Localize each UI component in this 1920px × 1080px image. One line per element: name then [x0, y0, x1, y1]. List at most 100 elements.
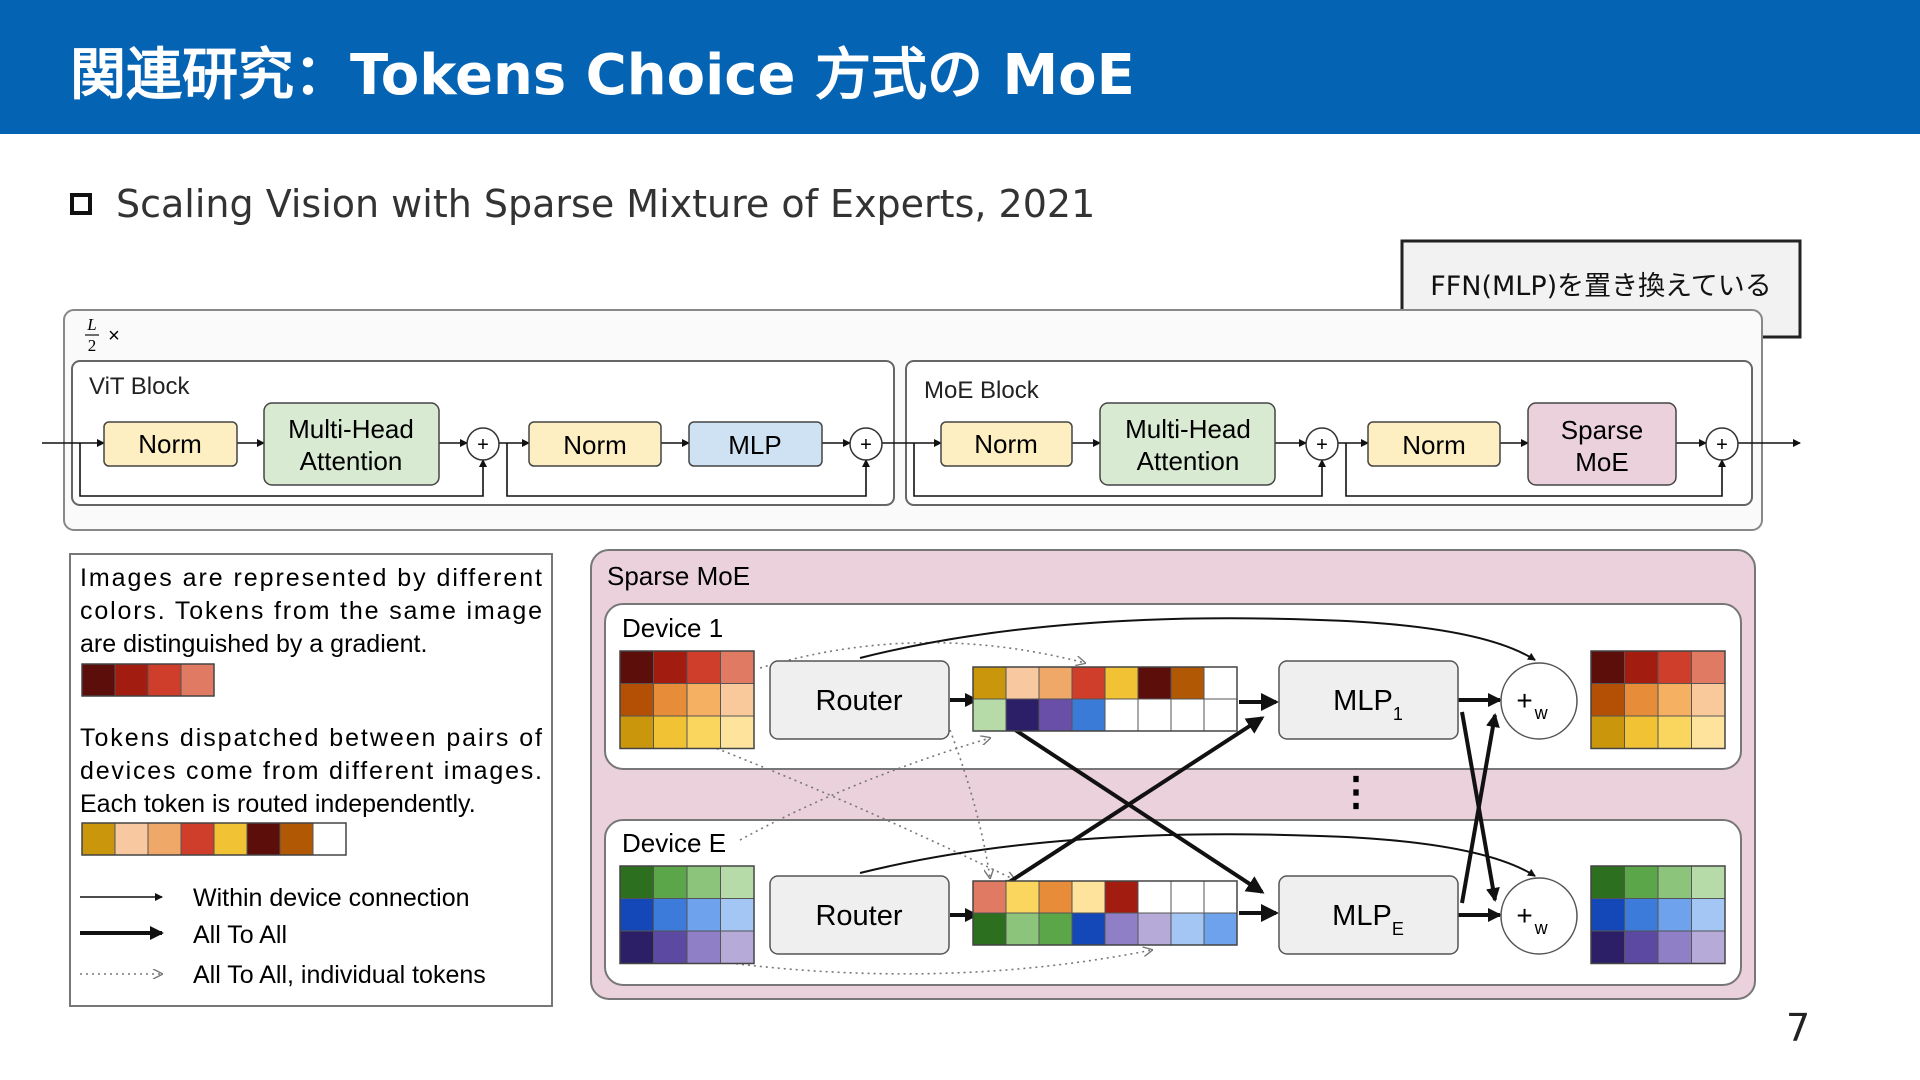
token-cell — [1170, 880, 1205, 914]
token-cell — [1005, 666, 1040, 700]
token-cell — [1624, 715, 1659, 749]
token-cell — [619, 650, 654, 684]
square-bullet-icon — [70, 193, 92, 215]
device-1-output-tokens — [1590, 650, 1726, 750]
token-grid-border — [972, 880, 1238, 946]
token-cell — [1691, 865, 1726, 899]
token-cell — [619, 930, 654, 964]
paper-reference: Scaling Vision with Sparse Mixture of Ex… — [116, 182, 1096, 226]
weighted-sum-e-label: +w — [1516, 900, 1548, 938]
token-cell — [1038, 698, 1073, 732]
moe-add-1 — [1305, 427, 1339, 461]
moe-add-2 — [1705, 427, 1739, 461]
mlp-expert-1 — [1278, 660, 1459, 740]
token-cell — [1071, 666, 1106, 700]
token-cell — [686, 715, 721, 749]
token-cell — [246, 822, 281, 856]
device-1-label: Device 1 — [622, 613, 723, 643]
token-cell — [972, 666, 1007, 700]
token-cell — [1137, 912, 1172, 946]
token-cell — [653, 865, 688, 899]
legend-box — [69, 553, 553, 1007]
mlp-expert-e-label: MLPE — [1332, 900, 1404, 939]
slide-title: 関連研究：Tokens Choice 方式の MoE — [70, 43, 1135, 108]
router-device-1 — [769, 660, 950, 740]
slide-header: 関連研究：Tokens Choice 方式の MoE — [0, 0, 1920, 134]
token-cell — [1104, 666, 1139, 700]
vit-mlp-label: MLP — [728, 430, 781, 460]
repeat-label: L 2 × — [85, 315, 120, 355]
vit-attention-line1: Multi-Head — [288, 414, 414, 444]
moe-norm-1-label: Norm — [974, 429, 1038, 459]
token-cell — [180, 663, 215, 697]
token-cell — [1624, 650, 1659, 684]
moe-norm-2-label: Norm — [1402, 430, 1466, 460]
vit-attention-line2: Attention — [300, 446, 403, 476]
token-cell — [619, 898, 654, 932]
moe-norm-1 — [940, 421, 1073, 467]
architecture-top: L 2 × ViT Block MoE Block — [42, 309, 1801, 531]
token-cell — [1657, 930, 1692, 964]
router-device-e — [769, 875, 950, 955]
token-grid-border — [81, 822, 347, 856]
moe-add-1-symbol: + — [1316, 434, 1328, 456]
token-cell — [686, 898, 721, 932]
device-e-input-tokens — [619, 865, 755, 965]
token-cell — [1038, 666, 1073, 700]
legend: Images are represented by different colo… — [69, 553, 553, 1007]
token-grid-border — [619, 650, 755, 750]
token-cell — [1590, 865, 1625, 899]
token-cell — [1170, 912, 1205, 946]
within-device-arrow — [859, 617, 1536, 661]
weighted-sum-1 — [1500, 662, 1578, 740]
token-cell — [972, 912, 1007, 946]
device-e-dispatched-tokens — [972, 880, 1238, 946]
bullet-row: Scaling Vision with Sparse Mixture of Ex… — [70, 182, 1095, 226]
legend-para2-line1: Tokens dispatched between pairs of — [80, 724, 542, 752]
token-grid-border — [1590, 650, 1726, 750]
weighted-sum-e — [1500, 877, 1578, 955]
token-cell — [1005, 698, 1040, 732]
mlp-expert-1-label: MLP1 — [1333, 685, 1403, 724]
token-cell — [1005, 880, 1040, 914]
vit-add-2-symbol: + — [860, 434, 872, 456]
token-cell — [653, 930, 688, 964]
legend-para2-line3: Each token is routed independently. — [80, 790, 476, 818]
within-device-arrow — [859, 833, 1536, 877]
legend-para2-line2: devices come from different images. — [80, 757, 542, 785]
all-to-all-arrow — [998, 718, 1265, 894]
token-cell — [114, 663, 149, 697]
mlp-expert-e — [1278, 875, 1459, 955]
repeat-times: × — [108, 325, 120, 347]
token-cell — [1691, 898, 1726, 932]
token-cell — [1203, 912, 1238, 946]
token-cell — [180, 822, 215, 856]
token-cell — [279, 822, 314, 856]
token-cell — [1137, 698, 1172, 732]
vit-block-title: ViT Block — [89, 373, 190, 400]
token-cell — [81, 822, 116, 856]
sparse-moe-detail: Sparse MoE Device 1 Device E ⋮ — [590, 549, 1756, 1000]
residual-arrow — [506, 443, 870, 497]
residual-arrow — [1345, 443, 1726, 497]
residual-arrow — [79, 443, 487, 497]
device-e-output-tokens — [1590, 865, 1726, 965]
token-cell — [1203, 666, 1238, 700]
legend-para1-line3: are distinguished by a gradient. — [80, 630, 427, 658]
vertical-ellipsis: ⋮ — [1336, 770, 1376, 814]
token-cell — [1657, 865, 1692, 899]
vit-norm-1-label: Norm — [138, 429, 202, 459]
page-number: 7 — [1786, 1006, 1811, 1050]
token-cell — [686, 865, 721, 899]
token-cell — [619, 865, 654, 899]
token-cell — [1590, 930, 1625, 964]
token-cell — [720, 930, 755, 964]
token-cell — [1203, 698, 1238, 732]
token-cell — [1137, 666, 1172, 700]
repeat-denominator: 2 — [88, 336, 97, 355]
residual-arrow — [913, 443, 1326, 497]
device-1-dispatched-tokens — [972, 666, 1238, 732]
token-cell — [312, 822, 347, 856]
token-cell — [1624, 930, 1659, 964]
token-cell — [1104, 880, 1139, 914]
